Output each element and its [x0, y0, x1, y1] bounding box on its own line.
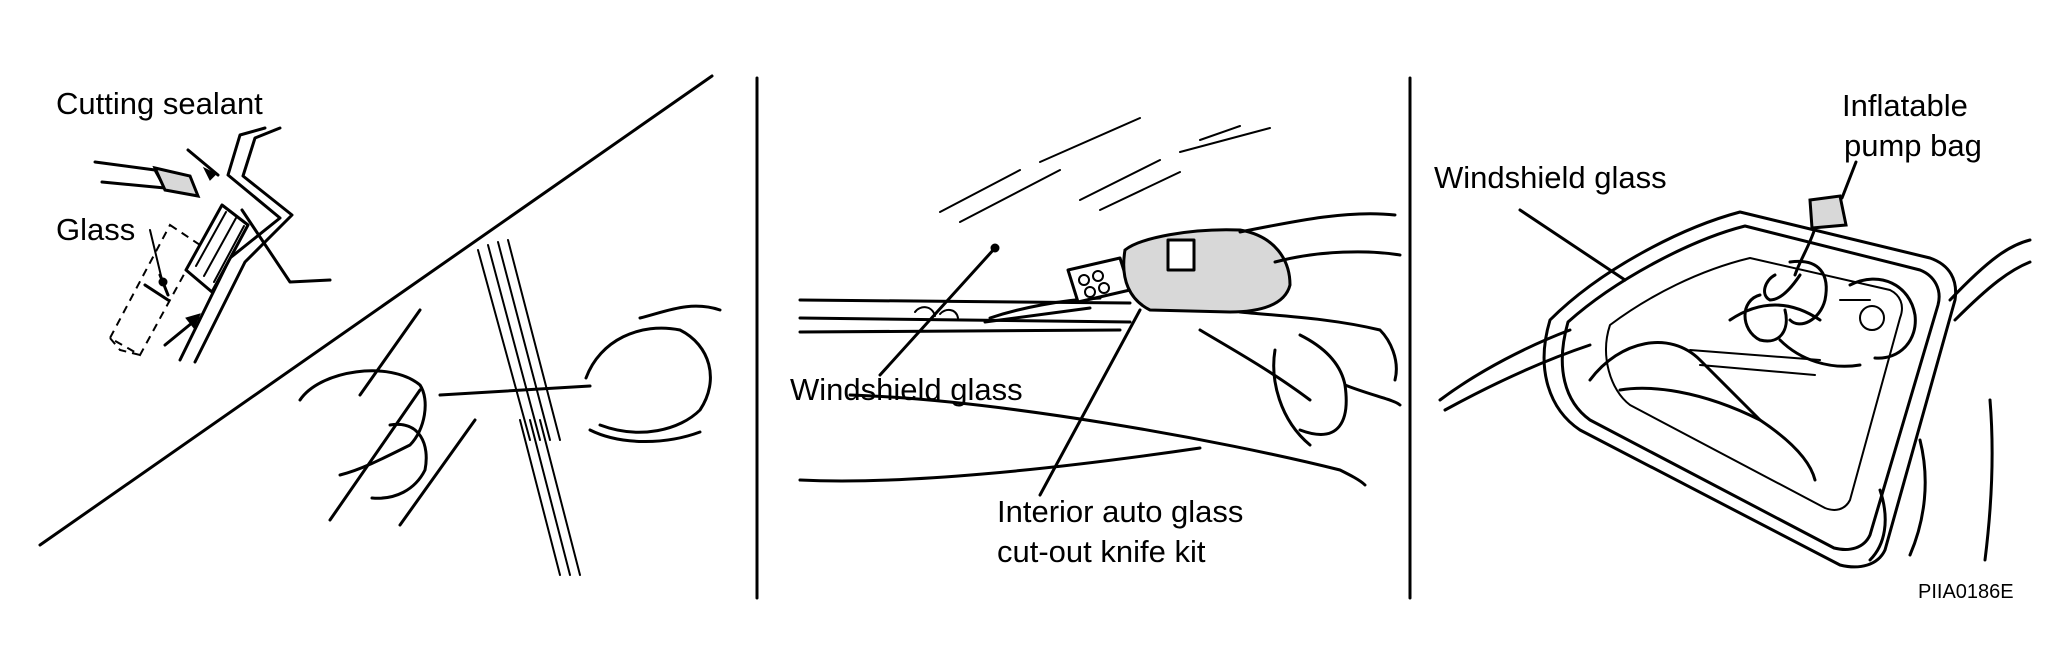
inflatable-pump-bag-icon — [1743, 194, 1917, 368]
label-knife-kit-line1: Interior auto glass — [997, 494, 1244, 529]
middle-panel-drawing — [798, 117, 1402, 497]
right-panel-drawing — [1438, 160, 2032, 569]
label-cutting-sealant: Cutting sealant — [56, 86, 263, 121]
hands-pulling-wire-icon — [298, 239, 722, 576]
label-glass: Glass — [56, 212, 136, 247]
label-windshield-glass-right: Windshield glass — [1434, 160, 1667, 195]
label-pump-bag-line1: Inflatable — [1842, 88, 1968, 123]
glass-section-icon — [108, 126, 332, 364]
label-knife-kit-line2: cut-out knife kit — [997, 534, 1206, 569]
cutting-wire-tool-icon — [93, 148, 220, 198]
figure-code: PIIA0186E — [1918, 581, 2014, 603]
label-windshield-glass-middle: Windshield glass — [790, 372, 1023, 407]
left-panel-drawing — [38, 74, 722, 576]
cutout-knife-kit-icon — [983, 212, 1402, 447]
label-pump-bag-line2: pump bag — [1844, 128, 1982, 163]
windshield-frame-icon — [1542, 210, 1958, 569]
